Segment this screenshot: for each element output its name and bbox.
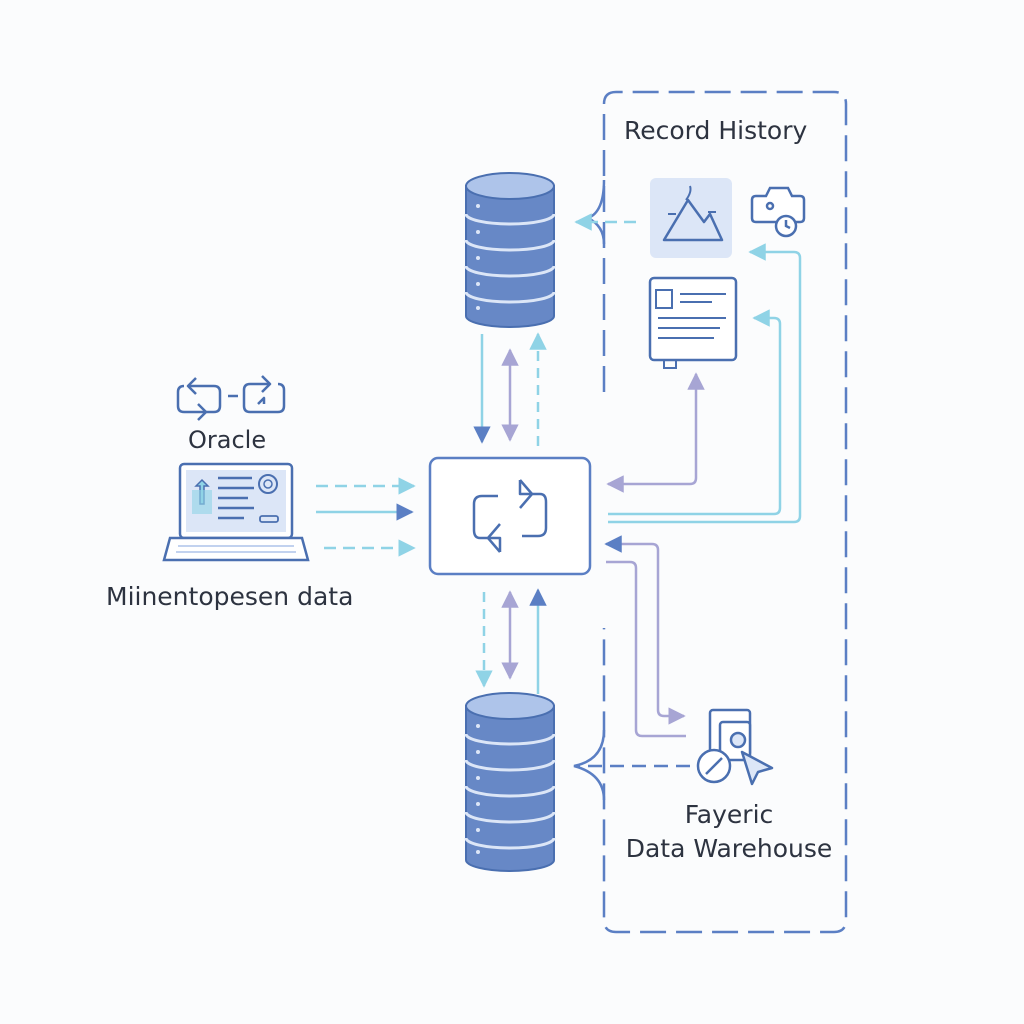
oracle-label: Oracle (188, 426, 267, 454)
laptop-icon (162, 462, 310, 562)
arrow-hub-to-camera (608, 243, 802, 524)
fabric-label-line2: Data Warehouse (625, 834, 833, 863)
record-history-boundary (602, 90, 848, 934)
image-icon (650, 178, 732, 258)
top-database-icon (464, 172, 556, 328)
oracle-sync-icon (176, 375, 286, 421)
arrow-hub-to-document-cyan (608, 309, 782, 516)
warehouse-tool-icon (696, 708, 774, 786)
bottom-brace (573, 729, 606, 801)
fabric-label-line1: Fayeric (684, 800, 774, 829)
source-data-label: Miinentopesen data (106, 582, 354, 611)
record-history-label: Record History (624, 116, 808, 145)
bottom-database-icon (464, 692, 556, 872)
document-icon (648, 276, 738, 369)
arrow-hub-to-warehouse-2 (606, 560, 686, 738)
fabric-warehouse-label: Fayeric Data Warehouse (616, 798, 842, 866)
arrow-hub-to-document-lav (606, 372, 705, 493)
sync-icon (472, 479, 548, 553)
camera-clock-icon (750, 186, 806, 238)
central-sync-hub (428, 456, 592, 576)
arrow-hub-to-warehouse-1 (604, 535, 686, 725)
top-brace (584, 179, 606, 245)
